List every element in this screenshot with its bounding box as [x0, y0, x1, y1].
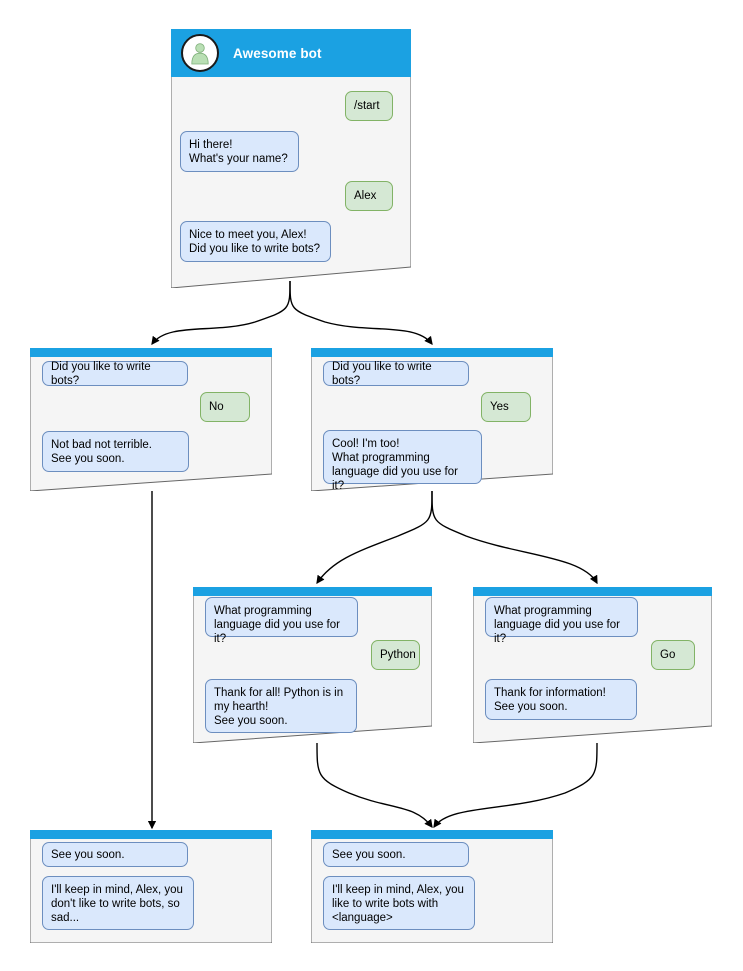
bubble-bot-not-bad[interactable]: Not bad not terrible. See you soon.	[42, 431, 189, 472]
bubble-user-go[interactable]: Go	[651, 640, 695, 670]
bubble-bot-question[interactable]: Did you like to write bots?	[323, 361, 469, 387]
node-python-branch[interactable]: What programming language did you use fo…	[193, 587, 432, 743]
edge-yes-to-go	[431, 490, 598, 585]
bubble-bot-keep-in-mind-sad[interactable]: I'll keep in mind, Alex, you don't like …	[42, 876, 194, 930]
node-header-bar	[30, 348, 272, 357]
edge-python-to-end-yes	[316, 742, 433, 829]
bubble-user-start[interactable]: /start	[345, 91, 393, 121]
bubble-bot-keep-in-mind-language[interactable]: I'll keep in mind, Alex, you like to wri…	[323, 876, 475, 930]
node-header-bar	[193, 587, 432, 596]
edge-go-to-end-yes	[433, 742, 598, 829]
bubble-bot-thank-python[interactable]: Thank for all! Python is in my hearth! S…	[205, 679, 357, 733]
root-header-bar: Awesome bot	[171, 29, 411, 77]
node-root[interactable]: Awesome bot /start Hi there! What's your…	[171, 29, 411, 288]
edge-root-to-no	[151, 280, 291, 346]
node-header-bar	[473, 587, 712, 596]
bubble-bot-greeting[interactable]: Hi there! What's your name?	[180, 131, 299, 172]
bubble-user-name[interactable]: Alex	[345, 181, 393, 211]
node-header-bar	[311, 830, 553, 839]
node-header-bar	[311, 348, 553, 357]
bubble-bot-see-you-soon[interactable]: See you soon.	[42, 842, 188, 867]
bubble-user-yes[interactable]: Yes	[481, 392, 531, 422]
bubble-user-python[interactable]: Python	[371, 640, 420, 670]
bubble-bot-thank-information[interactable]: Thank for information! See you soon.	[485, 679, 637, 720]
bubble-bot-language-question[interactable]: What programming language did you use fo…	[205, 597, 358, 645]
node-end-no[interactable]: See you soon. I'll keep in mind, Alex, y…	[30, 830, 272, 943]
node-end-yes[interactable]: See you soon. I'll keep in mind, Alex, y…	[311, 830, 553, 943]
bubble-bot-cool-im-too[interactable]: Cool! I'm too! What programming language…	[323, 430, 482, 492]
bubble-bot-nice-to-meet[interactable]: Nice to meet you, Alex! Did you like to …	[180, 221, 331, 262]
edge-yes-to-python	[316, 490, 433, 585]
root-title: Awesome bot	[233, 45, 322, 61]
edge-root-to-yes	[289, 280, 433, 345]
bubble-bot-language-question[interactable]: What programming language did you use fo…	[485, 597, 638, 645]
node-go-branch[interactable]: What programming language did you use fo…	[473, 587, 712, 743]
node-no-branch[interactable]: Did you like to write bots? No Not bad n…	[30, 348, 272, 491]
person-avatar-icon	[181, 34, 219, 72]
bubble-bot-see-you-soon[interactable]: See you soon.	[323, 842, 469, 867]
node-yes-branch[interactable]: Did you like to write bots? Yes Cool! I'…	[311, 348, 553, 492]
bubble-user-no[interactable]: No	[200, 392, 250, 422]
bubble-bot-question[interactable]: Did you like to write bots?	[42, 361, 188, 387]
node-header-bar	[30, 830, 272, 839]
